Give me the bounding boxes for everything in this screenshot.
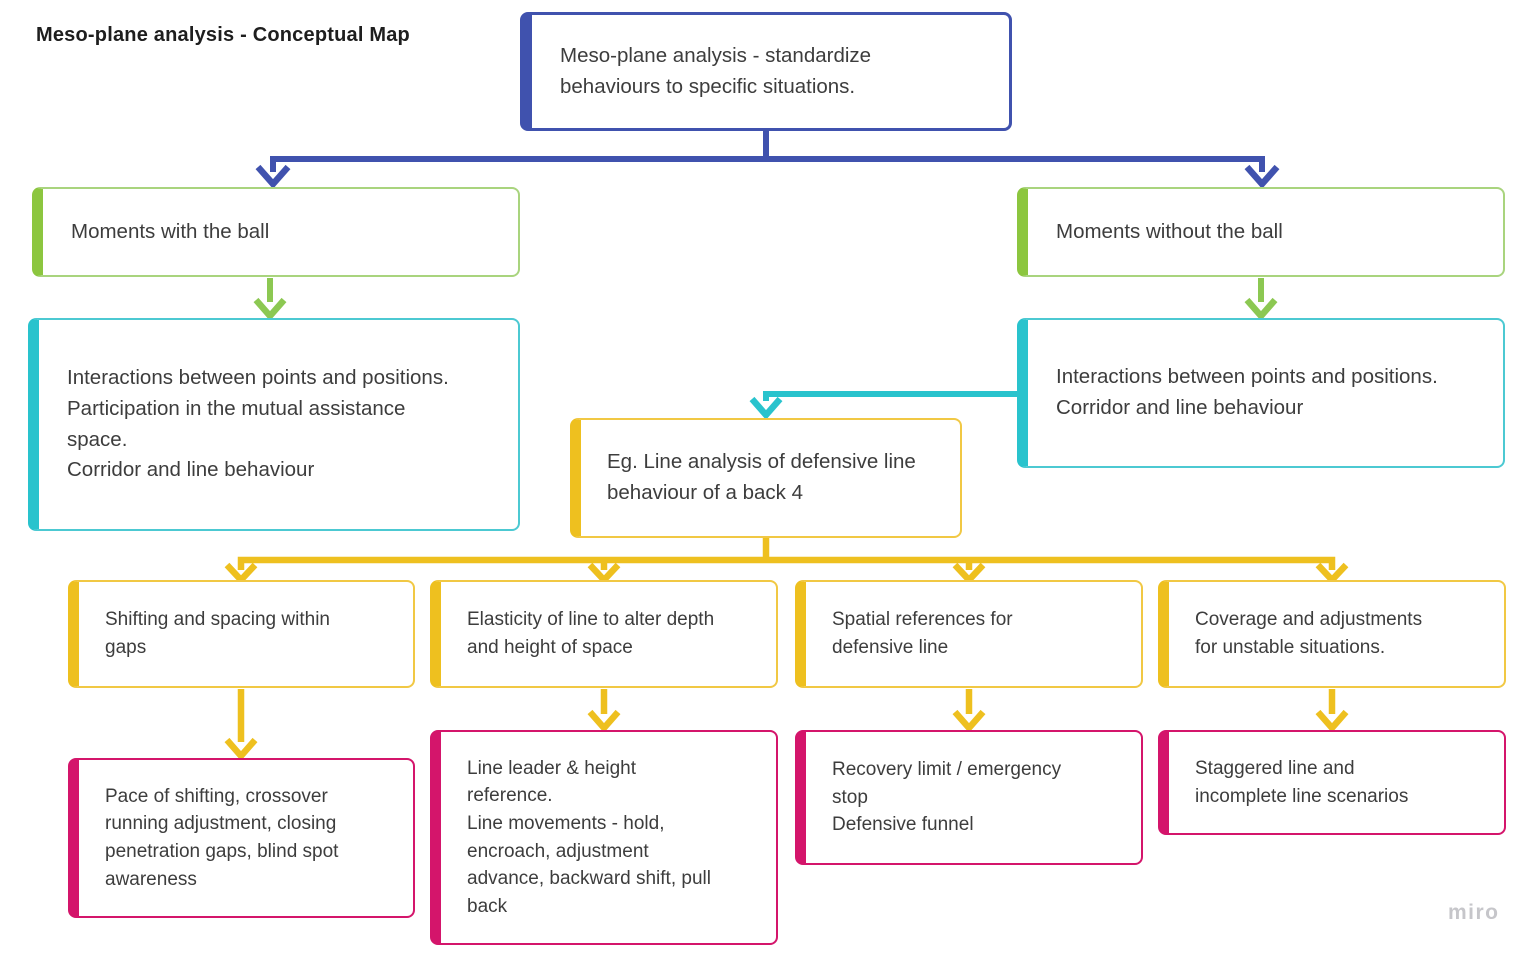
node-line-analysis-example-label: Eg. Line analysis of defensive line beha… [607,450,916,504]
node-root-label: Meso-plane analysis - standardize behavi… [560,43,872,98]
node-moments-without-ball-label: Moments without the ball [1056,219,1283,243]
node-pace-of-shifting[interactable]: Pace of shifting, crossover running adju… [68,758,415,918]
node-spatial-references[interactable]: Spatial references for defensive line [795,580,1143,688]
node-interactions-without-ball[interactable]: Interactions between points and position… [1017,318,1505,468]
arrowhead-to-interactions-without-ball [1244,297,1278,321]
miro-watermark: miro [1448,901,1500,924]
node-elasticity[interactable]: Elasticity of line to alter depth and he… [430,580,778,688]
arrowhead-to-interactions-with-ball [253,297,287,321]
node-line-leader-label: Line leader & height reference. Line mov… [467,757,711,917]
node-moments-without-ball[interactable]: Moments without the ball [1017,187,1505,277]
node-shifting-spacing[interactable]: Shifting and spacing within gaps [68,580,415,688]
node-coverage-adjustments-label: Coverage and adjustments for unstable si… [1195,609,1423,658]
node-spatial-references-label: Spatial references for defensive line [832,609,1013,658]
node-moments-with-ball-label: Moments with the ball [71,219,270,243]
arrowhead-to-line-leader [587,709,621,733]
node-coverage-adjustments[interactable]: Coverage and adjustments for unstable si… [1158,580,1506,688]
arrowhead-to-moments-without-ball [1244,164,1280,189]
node-staggered-line-label: Staggered line and incomplete line scena… [1195,757,1409,807]
connector-example-branch [237,556,1336,570]
node-pace-of-shifting-label: Pace of shifting, crossover running adju… [105,785,339,890]
arrowhead-to-recovery [952,709,986,733]
arrowhead-to-staggered [1315,709,1349,733]
arrowhead-to-moments-with-ball [255,164,291,189]
node-shifting-spacing-label: Shifting and spacing within gaps [105,609,330,658]
node-staggered-line[interactable]: Staggered line and incomplete line scena… [1158,730,1506,835]
connector-interactions-to-example [763,391,1019,401]
node-line-leader[interactable]: Line leader & height reference. Line mov… [430,730,778,945]
node-line-analysis-example[interactable]: Eg. Line analysis of defensive line beha… [570,418,962,538]
node-interactions-with-ball-label: Interactions between points and position… [67,366,449,482]
node-interactions-without-ball-label: Interactions between points and position… [1056,365,1438,419]
node-interactions-with-ball[interactable]: Interactions between points and position… [28,318,520,531]
arrowhead-to-example [749,396,783,420]
node-recovery-limit-label: Recovery limit / emergency stop Defensiv… [832,759,1062,836]
node-recovery-limit[interactable]: Recovery limit / emergency stop Defensiv… [795,730,1143,865]
board-title: Meso-plane analysis - Conceptual Map [36,24,410,46]
node-moments-with-ball[interactable]: Moments with the ball [32,187,520,277]
arrowhead-to-pace [224,737,258,761]
node-root[interactable]: Meso-plane analysis - standardize behavi… [520,12,1012,131]
connector-root-branch [270,156,1265,172]
node-elasticity-label: Elasticity of line to alter depth and he… [467,609,715,658]
